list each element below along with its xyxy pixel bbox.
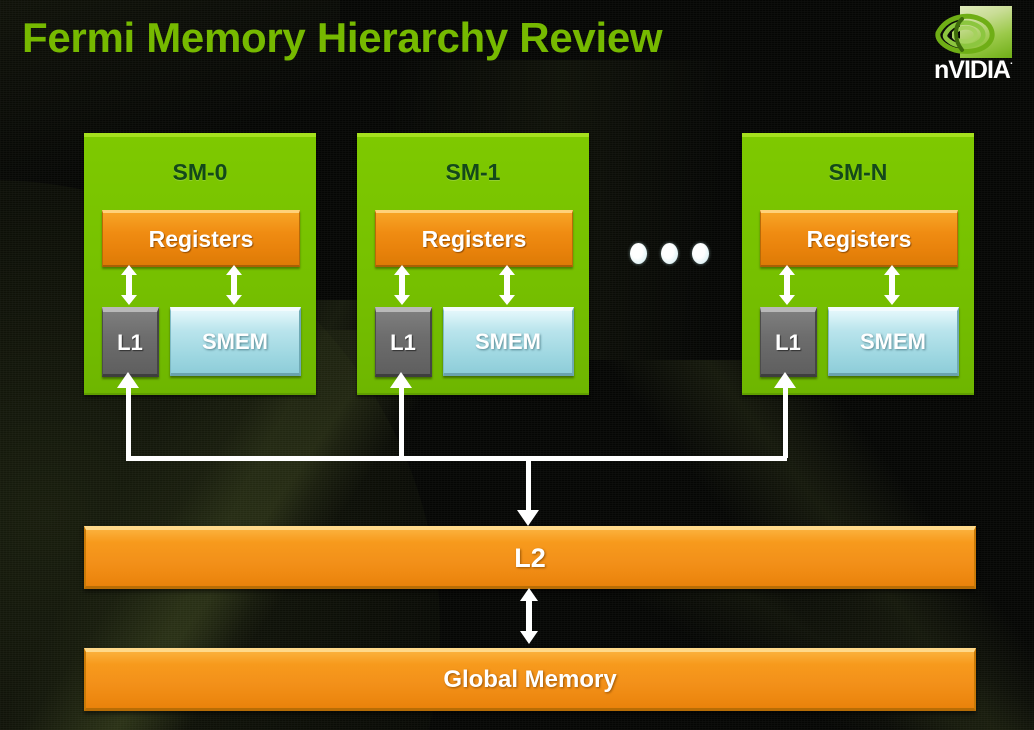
sm-block-sm-n[interactable]: SM-N Registers L1 SMEM — [742, 133, 974, 395]
l1-cache-box[interactable]: L1 — [760, 307, 817, 377]
registers-to-l1-arrow — [394, 265, 410, 305]
l2-to-global-memory-arrow — [520, 588, 538, 644]
nvidia-eye-icon — [935, 13, 995, 54]
l1-label: L1 — [390, 330, 416, 355]
sm-block-title: SM-1 — [445, 159, 501, 185]
l1-label: L1 — [775, 330, 801, 355]
nvidia-wordmark-rest: VIDIA — [948, 56, 1011, 84]
nvidia-wordmark-lead: n — [934, 56, 949, 84]
global-memory-label: Global Memory — [443, 666, 617, 693]
l2-cache-bar[interactable]: L2 — [84, 526, 976, 589]
shared-memory-box[interactable]: SMEM — [443, 307, 574, 376]
bus-arrowhead-sm-0 — [117, 372, 139, 388]
smem-label: SMEM — [475, 329, 541, 354]
bus-riser-sm-n — [783, 388, 788, 458]
slide-title: Fermi Memory Hierarchy Review — [22, 14, 663, 61]
registers-to-l1-arrow — [121, 265, 137, 305]
registers-to-smem-arrow — [499, 265, 515, 305]
sm-block-sm-0[interactable]: SM-0 Registers L1 SMEM — [84, 133, 316, 395]
nvidia-wordmark-tm: . — [1009, 56, 1013, 67]
registers-box[interactable]: Registers — [102, 210, 300, 267]
l2-label: L2 — [514, 542, 546, 573]
sm-block-sm-1[interactable]: SM-1 Registers L1 SMEM — [357, 133, 589, 395]
nvidia-wordmark: nVIDIA. — [934, 56, 1026, 85]
ellipsis-dot — [630, 243, 647, 264]
bus-riser-sm-0 — [126, 388, 131, 458]
bus-arrowhead-sm-1 — [390, 372, 412, 388]
l1-label: L1 — [117, 330, 143, 355]
ellipsis-dot — [661, 243, 678, 264]
bus-arrowhead-sm-n — [774, 372, 796, 388]
sm-block-title: SM-N — [828, 159, 888, 185]
ellipsis-dots — [630, 243, 710, 265]
bus-drop-to-l2 — [526, 456, 531, 512]
registers-to-smem-arrow — [884, 265, 900, 305]
global-memory-bar[interactable]: Global Memory — [84, 648, 976, 711]
smem-label: SMEM — [860, 329, 926, 354]
ellipsis-dot — [692, 243, 709, 264]
registers-to-l1-arrow — [779, 265, 795, 305]
l1-cache-box[interactable]: L1 — [375, 307, 432, 377]
registers-to-smem-arrow — [226, 265, 242, 305]
registers-label: Registers — [148, 225, 254, 252]
shared-memory-box[interactable]: SMEM — [828, 307, 959, 376]
smem-label: SMEM — [202, 329, 268, 354]
nvidia-logo: nVIDIA. — [930, 4, 1028, 86]
bus-horizontal-line — [126, 456, 787, 461]
sm-block-title: SM-0 — [172, 159, 228, 185]
registers-box[interactable]: Registers — [375, 210, 573, 267]
shared-memory-box[interactable]: SMEM — [170, 307, 301, 376]
bus-arrowhead-l2 — [517, 510, 539, 526]
registers-label: Registers — [806, 225, 912, 252]
bus-riser-sm-1 — [399, 388, 404, 458]
registers-box[interactable]: Registers — [760, 210, 958, 267]
l1-cache-box[interactable]: L1 — [102, 307, 159, 377]
registers-label: Registers — [421, 225, 527, 252]
